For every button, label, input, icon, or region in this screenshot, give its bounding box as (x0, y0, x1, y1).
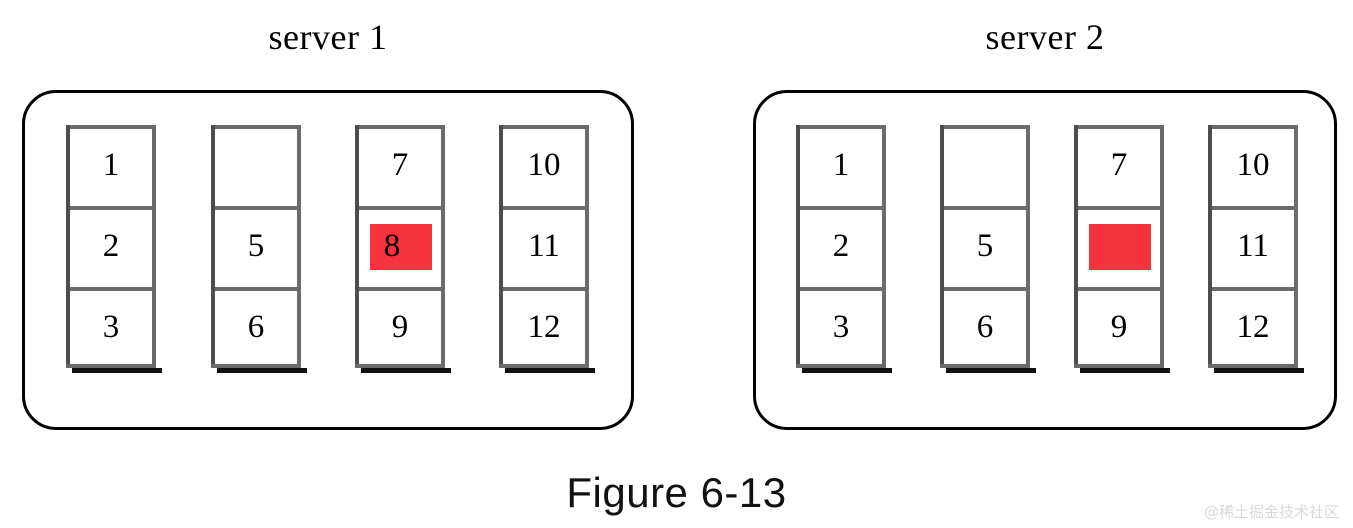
partition-column: 10 11 12 (499, 125, 595, 373)
highlight-block (370, 224, 432, 270)
partition-cell-label: 12 (1236, 309, 1270, 345)
partition-cell-label: 9 (391, 309, 409, 345)
partition-cell-label: 5 (976, 228, 994, 264)
partition-cell-label: 2 (102, 228, 120, 264)
partition-cell-label: 9 (1110, 309, 1128, 345)
partition-cell-label: 5 (247, 228, 265, 264)
partition-cell-label: 10 (527, 147, 561, 183)
watermark-text: @稀土掘金技术社区 (1203, 503, 1339, 521)
partition-cell[interactable]: 3 (796, 287, 886, 368)
partition-cell[interactable]: 6 (211, 287, 301, 368)
partition-cell[interactable]: 7 (355, 125, 445, 206)
partition-cell-label: 10 (1236, 147, 1270, 183)
partition-cell[interactable] (211, 125, 301, 206)
partition-cell[interactable]: 1 (66, 125, 156, 206)
partition-cell[interactable]: 5 (211, 206, 301, 287)
partition-cell-label: 11 (528, 228, 560, 264)
partition-cell[interactable]: 6 (940, 287, 1030, 368)
partition-cell[interactable]: 11 (1208, 206, 1298, 287)
partition-cell[interactable]: 12 (1208, 287, 1298, 368)
partition-column: 1 2 3 (66, 125, 162, 373)
partition-cell-label: 3 (102, 309, 120, 345)
partition-cell-label: 8 (383, 228, 401, 264)
partition-cell-label: 1 (832, 147, 850, 183)
partition-column: 7 8 9 (355, 125, 451, 373)
partition-cell[interactable]: 2 (796, 206, 886, 287)
partition-cell-highlighted[interactable] (1074, 206, 1164, 287)
partition-cell-label: 6 (976, 309, 994, 345)
partition-cell[interactable]: 9 (355, 287, 445, 368)
partition-cell-label: 2 (832, 228, 850, 264)
server-title-1: server 1 (268, 17, 388, 57)
partition-cell[interactable]: 5 (940, 206, 1030, 287)
partition-cell-label: 7 (391, 147, 409, 183)
partition-cell-label: 6 (247, 309, 265, 345)
partition-cell[interactable]: 10 (499, 125, 589, 206)
partition-cell[interactable]: 2 (66, 206, 156, 287)
partition-cell-label: 12 (527, 309, 561, 345)
partition-cell-label: 11 (1237, 228, 1269, 264)
partition-cell[interactable]: 11 (499, 206, 589, 287)
partition-cell[interactable]: 9 (1074, 287, 1164, 368)
partition-cell-highlighted[interactable]: 8 (355, 206, 445, 287)
highlight-block (1089, 224, 1151, 270)
partition-cell[interactable]: 7 (1074, 125, 1164, 206)
partition-cell[interactable]: 12 (499, 287, 589, 368)
partition-cell[interactable]: 3 (66, 287, 156, 368)
partition-cell[interactable] (940, 125, 1030, 206)
partition-cell-label: 1 (102, 147, 120, 183)
server-title-2: server 2 (985, 17, 1105, 57)
figure-caption: Figure 6-13 (566, 469, 787, 516)
partition-cell-label: 3 (832, 309, 850, 345)
partition-column: 10 11 12 (1208, 125, 1304, 373)
partition-cell[interactable]: 10 (1208, 125, 1298, 206)
partition-cell-label: 7 (1110, 147, 1128, 183)
partition-cell[interactable]: 1 (796, 125, 886, 206)
partition-column: 1 2 3 (796, 125, 892, 373)
